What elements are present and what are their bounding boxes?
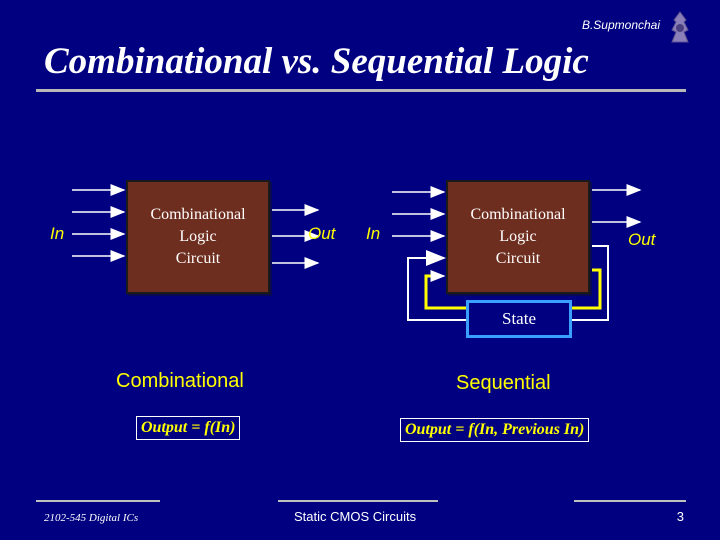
left-input-label: In <box>50 224 65 243</box>
slide-title: Combinational vs. Sequential Logic <box>44 41 589 82</box>
right-logic-block: Combinational Logic Circuit <box>446 180 590 294</box>
sequential-heading: Sequential <box>456 372 551 394</box>
university-logo-icon <box>671 11 689 43</box>
combinational-heading: Combinational <box>116 370 244 392</box>
state-label: State <box>502 309 536 328</box>
author-name: B.Supmonchai <box>581 18 660 32</box>
page-number: 3 <box>676 509 684 524</box>
sequential-formula: Output = f(In, Previous In) <box>400 418 590 442</box>
combinational-formula: Output = f(In) <box>136 416 241 440</box>
left-logic-block: Combinational Logic Circuit <box>126 180 270 294</box>
course-label: 2102-545 Digital ICs <box>44 512 139 524</box>
title-divider <box>36 89 686 92</box>
left-input-arrows <box>72 184 126 262</box>
state-box: State <box>466 300 572 338</box>
left-output-arrows <box>268 204 320 269</box>
footer-rule-center <box>278 500 438 502</box>
right-input-label: In <box>366 224 381 243</box>
footer-rule-right <box>574 500 686 502</box>
footer-rule-left <box>36 500 160 502</box>
left-block-label: Combinational Logic Circuit <box>150 206 246 267</box>
right-block-label: Combinational Logic Circuit <box>470 206 566 267</box>
left-output-label: Out <box>308 224 336 243</box>
right-output-arrows <box>588 184 642 228</box>
right-input-arrows <box>392 186 446 242</box>
right-output-label: Out <box>628 230 656 249</box>
subject-label: Static CMOS Circuits <box>294 509 417 524</box>
